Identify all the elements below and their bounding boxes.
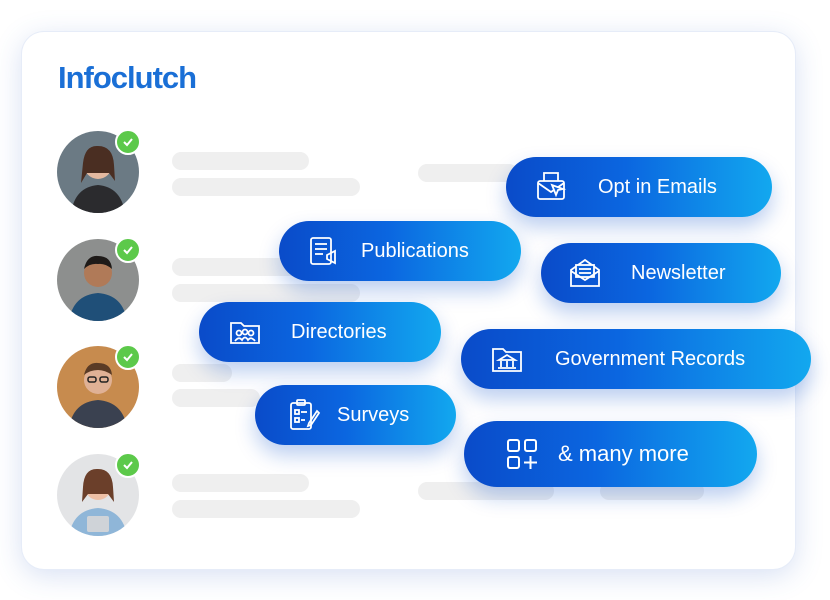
placeholder-line (172, 500, 360, 518)
email-cursor-icon (532, 167, 572, 207)
pill-label: Publications (361, 239, 469, 262)
placeholder-line (172, 474, 309, 492)
pill-label: Surveys (337, 403, 410, 426)
placeholder-line (172, 178, 360, 196)
pill-label: Government Records (555, 347, 746, 370)
pill-newsletter[interactable]: Newsletter (541, 243, 781, 303)
pill-surveys[interactable]: Surveys (255, 385, 456, 445)
pill-opt-in-emails[interactable]: Opt in Emails (506, 157, 772, 217)
publication-icon (303, 231, 343, 271)
pill-label: & many more (558, 441, 689, 466)
profile-avatar-4 (57, 452, 141, 536)
placeholder-line (418, 164, 518, 182)
placeholder-line (172, 152, 309, 170)
pill-label: Newsletter (631, 261, 726, 284)
newsletter-icon (565, 253, 605, 293)
apps-grid-icon (502, 434, 542, 474)
placeholder-line (172, 258, 309, 276)
verified-check-icon (115, 237, 141, 263)
placeholder-line (172, 389, 260, 407)
verified-check-icon (115, 344, 141, 370)
verified-check-icon (115, 129, 141, 155)
verified-check-icon (115, 452, 141, 478)
profile-avatar-3 (57, 344, 141, 428)
pill-label: Directories (291, 320, 387, 343)
profile-avatar-2 (57, 237, 141, 321)
government-folder-icon (487, 339, 527, 379)
placeholder-line (172, 284, 360, 302)
pill-many-more[interactable]: & many more (464, 421, 757, 487)
pill-label: Opt in Emails (598, 175, 717, 198)
profile-avatar-1 (57, 129, 141, 213)
directory-folder-icon (225, 312, 265, 352)
pill-government-records[interactable]: Government Records (461, 329, 811, 389)
brand-logo: Infoclutch (58, 60, 197, 95)
pill-publications[interactable]: Publications (279, 221, 521, 281)
survey-clipboard-icon (283, 395, 323, 435)
pill-directories[interactable]: Directories (199, 302, 441, 362)
placeholder-line (172, 364, 232, 382)
